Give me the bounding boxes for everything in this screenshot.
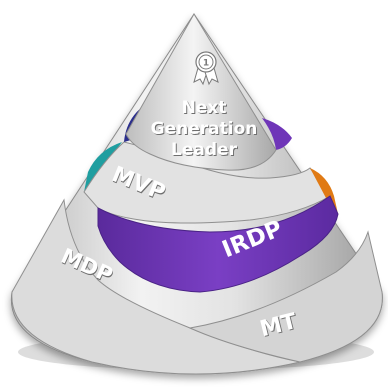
ngl-segment — [125, 13, 277, 171]
irdp-band — [97, 195, 339, 293]
svg-text:Next: Next — [183, 99, 228, 119]
mt-segment — [188, 230, 383, 363]
ngl-line-3-text: Leader — [171, 140, 238, 160]
ngl-line-1-text: Next — [182, 98, 227, 118]
ngl-line-3-shadow: Leader — [172, 141, 239, 161]
ngl-line-2-text: Generation — [151, 119, 258, 139]
ngl-band-right — [262, 118, 292, 150]
ngl-line-2-shadow: Generation — [152, 120, 259, 140]
mt-label-group: MT MT — [257, 309, 300, 343]
badge-number: 1 — [203, 59, 209, 69]
award-ribbon-icon: 1 — [193, 51, 219, 86]
ngl-label: Next Next Generation Generation Leader L… — [151, 98, 259, 161]
mvp-segment — [83, 141, 331, 224]
ngl-line-1: Next — [183, 99, 228, 119]
